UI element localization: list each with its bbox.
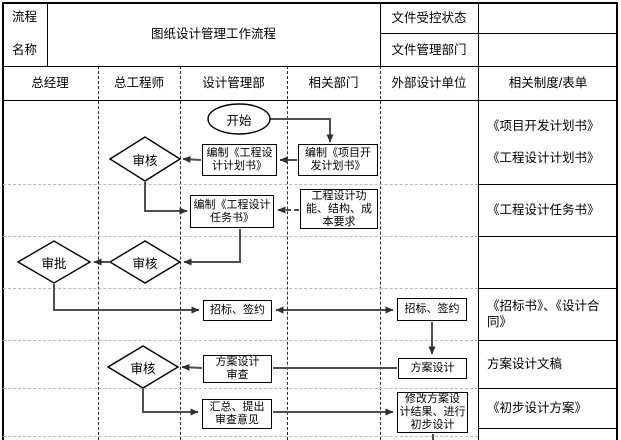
node-scheme-design: 方案设计	[398, 358, 467, 379]
review3-label: 审核	[130, 361, 156, 376]
doc-dept-label: 文件管理部门	[391, 42, 467, 57]
line	[2, 100, 618, 101]
row-divider	[3, 388, 478, 389]
line	[380, 33, 618, 34]
page-title: 图纸设计管理工作流程	[150, 27, 276, 41]
lane-divider	[98, 66, 99, 440]
process-name-label: 流程 名称	[11, 10, 37, 57]
lane-header-external-design-unit: 外部设计单位	[391, 76, 467, 90]
review2-diamond	[108, 240, 182, 284]
line	[380, 2, 381, 66]
connector-review1-to-taskbook	[144, 182, 188, 215]
border-left	[2, 2, 4, 440]
review1-label: 审核	[132, 153, 158, 168]
row-divider	[3, 436, 478, 437]
border-top	[2, 2, 618, 4]
lane-divider	[287, 66, 288, 440]
approve-label: 审批	[41, 256, 67, 271]
node-scheme-review: 方案设计 审查	[203, 355, 272, 383]
line	[47, 2, 48, 66]
review1-diamond	[108, 136, 182, 182]
connector-designplan-to-review1	[182, 155, 202, 163]
line	[2, 66, 618, 67]
node-bid-sign-internal: 招标、签约	[203, 300, 272, 321]
lane-header-design-mgmt-dept: 设计管理部	[202, 76, 265, 90]
lane-header-related-depts: 相关部门	[308, 76, 359, 90]
line	[478, 388, 618, 389]
start-node-label: 开始	[226, 113, 252, 128]
approve-diamond	[16, 240, 92, 284]
form-cell-preliminary-scheme: 《初步设计方案》	[487, 401, 588, 415]
connector-schemereview-to-review3	[181, 363, 203, 371]
line	[478, 2, 479, 440]
lane-header-general-manager: 总经理	[31, 76, 69, 90]
line	[478, 184, 618, 185]
form-cell-task-book: 《工程设计任务书》	[487, 203, 600, 217]
node-design-requirements: 工程设计功 能、结构、成 本要求	[300, 189, 378, 229]
row-divider	[3, 340, 478, 341]
connector-start-to-project-plan	[270, 118, 334, 143]
connector-review3-to-summarize	[142, 389, 199, 416]
node-summarize-opinions: 汇总、提出 审查意见	[202, 399, 272, 429]
review3-diamond	[106, 345, 180, 389]
node-bid-sign-external: 招标、签约	[397, 298, 467, 321]
lane-divider	[380, 66, 381, 440]
lane-header-chief-engineer: 总工程师	[113, 76, 164, 90]
node-modify-preliminary: 修改方案设 计结果、进行 初步设计	[397, 392, 468, 433]
form-cell-project-and-design-plan: 《项目开发计划书》 《工程设计计划书》	[487, 119, 600, 165]
form-cell-bid-contract: 《招标书》、《设计合同》	[487, 299, 600, 329]
doc-status-label: 文件受控状态	[391, 10, 467, 25]
review2-label: 审核	[132, 256, 158, 271]
border-right	[616, 2, 618, 440]
lane-divider	[180, 66, 181, 440]
start-node-shape	[207, 103, 271, 135]
line	[478, 236, 618, 237]
line	[478, 340, 618, 341]
node-draft-project-plan: 编制《项目开 发计划书》	[298, 144, 378, 176]
connector-approve-to-bidsign	[53, 284, 200, 314]
lane-header-related-forms: 相关制度/表单	[508, 76, 588, 90]
row-divider	[3, 184, 478, 185]
line	[478, 428, 618, 429]
node-draft-task-book: 编制《工程设计 任务书》	[190, 195, 274, 228]
line	[478, 288, 618, 289]
node-draft-design-plan: 编制《工程设 计计划书》	[202, 144, 277, 176]
form-cell-scheme-draft: 方案设计文稿	[487, 357, 563, 371]
row-divider	[3, 288, 478, 289]
connector-taskbook-to-review2	[183, 229, 241, 266]
